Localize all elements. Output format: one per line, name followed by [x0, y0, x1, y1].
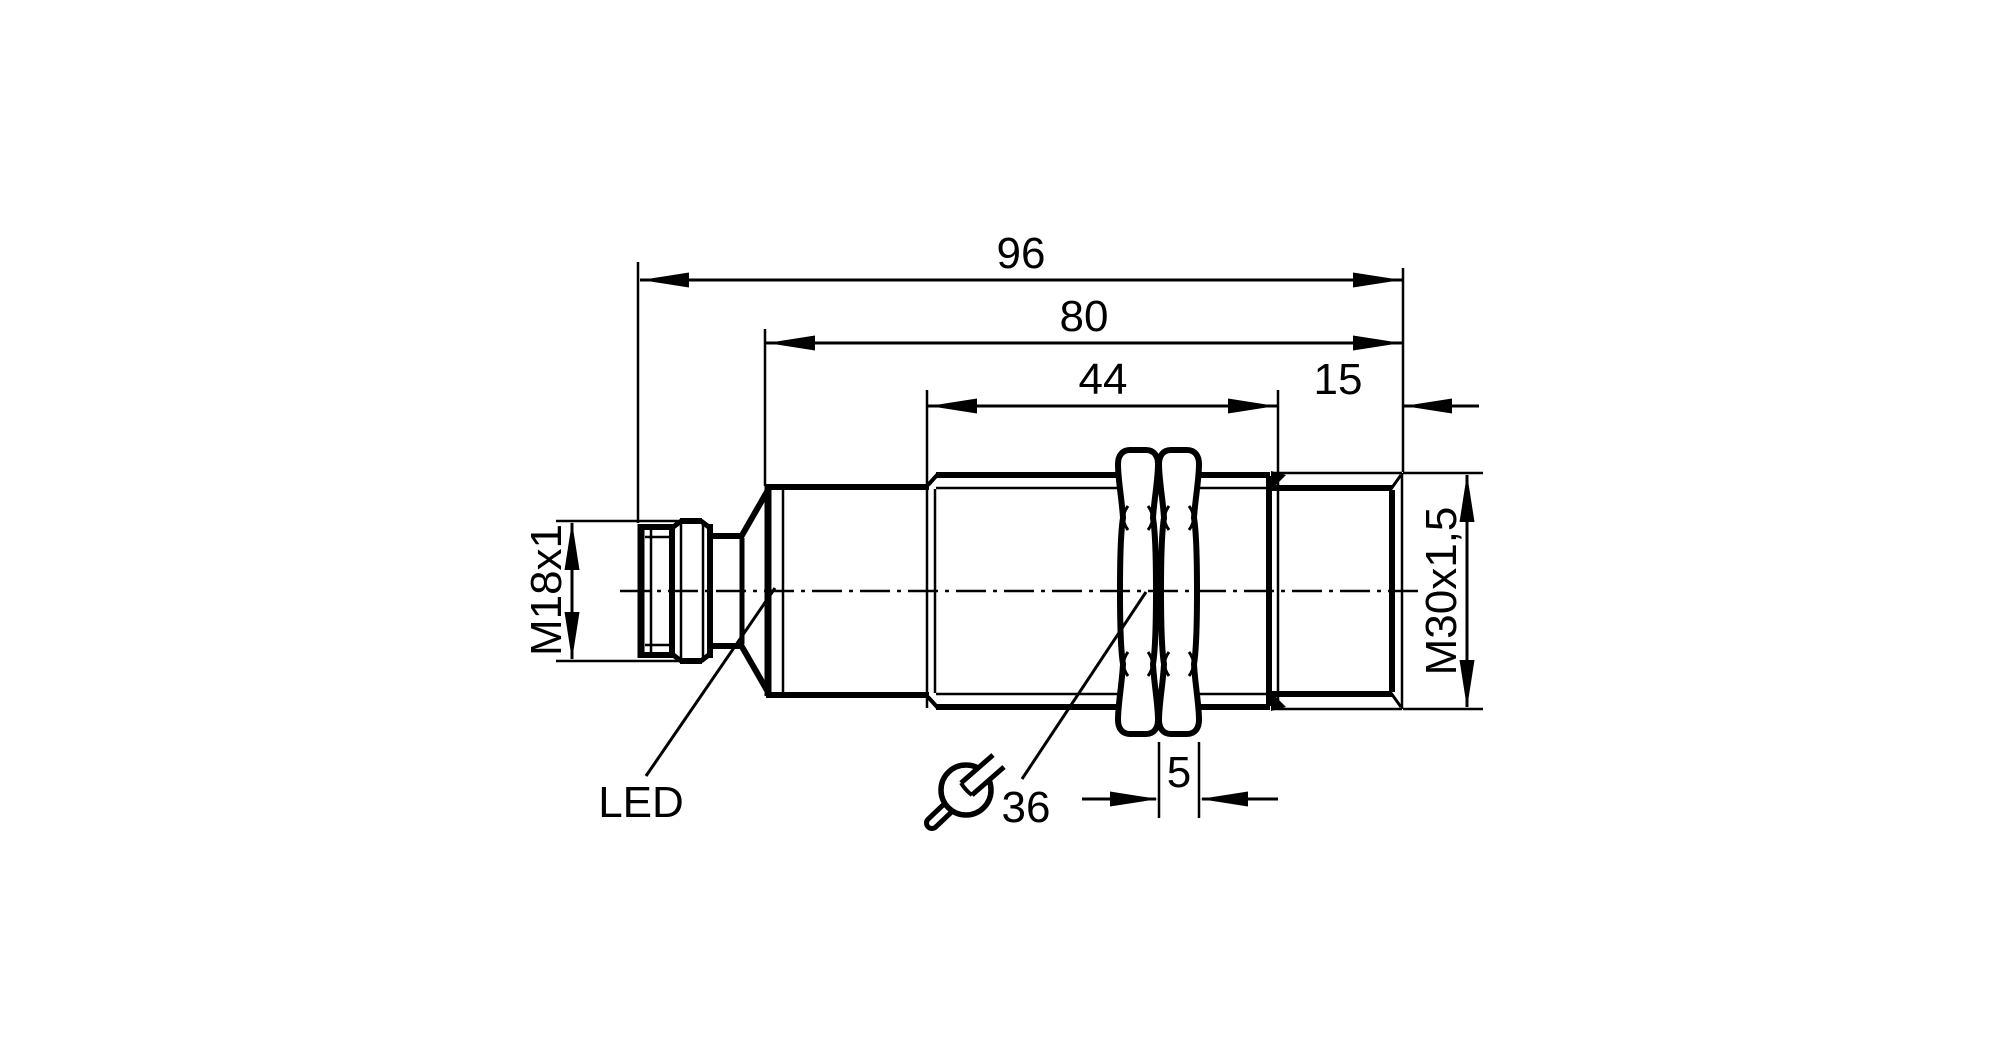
dimension-44: 44 [928, 355, 1277, 414]
dimension-5: 5 [1082, 748, 1278, 807]
dimension-80: 80 [766, 292, 1402, 351]
dimension-96: 96 [640, 229, 1402, 288]
arrowhead [767, 335, 815, 351]
arrowhead [1228, 398, 1276, 414]
arrowhead [1353, 335, 1401, 351]
arrowhead [1459, 474, 1475, 522]
arrowhead [1110, 791, 1158, 807]
dim-5-label: 5 [1167, 748, 1191, 797]
wrench-leader-line [1020, 591, 1148, 780]
arrowhead [564, 522, 580, 570]
arrowhead [1459, 660, 1475, 708]
sensor-body [764, 390, 1404, 711]
dim-44-label: 44 [1079, 355, 1128, 404]
sensor-connector [637, 488, 771, 694]
connector-thread-label: M18x1 [522, 524, 571, 656]
connector-taper-top [738, 488, 771, 539]
arrowhead [1200, 791, 1248, 807]
arrowhead [564, 612, 580, 660]
wrench-icon [924, 753, 1006, 831]
led-callout: LED [598, 587, 777, 827]
connector-taper-bottom [738, 643, 771, 694]
wrench-callout: 36 [924, 591, 1148, 832]
housing-thread-label: M30x1,5 [1417, 507, 1466, 676]
led-label: LED [598, 778, 684, 827]
dimension-m30: M30x1,5 [1417, 474, 1475, 708]
dim-80-label: 80 [1060, 292, 1109, 341]
led-leader-line [644, 587, 777, 777]
nut-facet-notches [1122, 505, 1195, 677]
wrench-size-label: 36 [1002, 783, 1051, 832]
arrowhead [641, 272, 689, 288]
extension-lines [556, 262, 1483, 818]
arrowhead [929, 398, 977, 414]
arrowhead [1353, 272, 1401, 288]
arrowhead [1404, 398, 1452, 414]
dimension-15: 15 [1314, 355, 1479, 414]
dimension-m18: M18x1 [522, 522, 580, 660]
front-thread-section [1272, 471, 1404, 711]
dim-96-label: 96 [997, 229, 1046, 278]
dim-15-label: 15 [1314, 355, 1363, 404]
